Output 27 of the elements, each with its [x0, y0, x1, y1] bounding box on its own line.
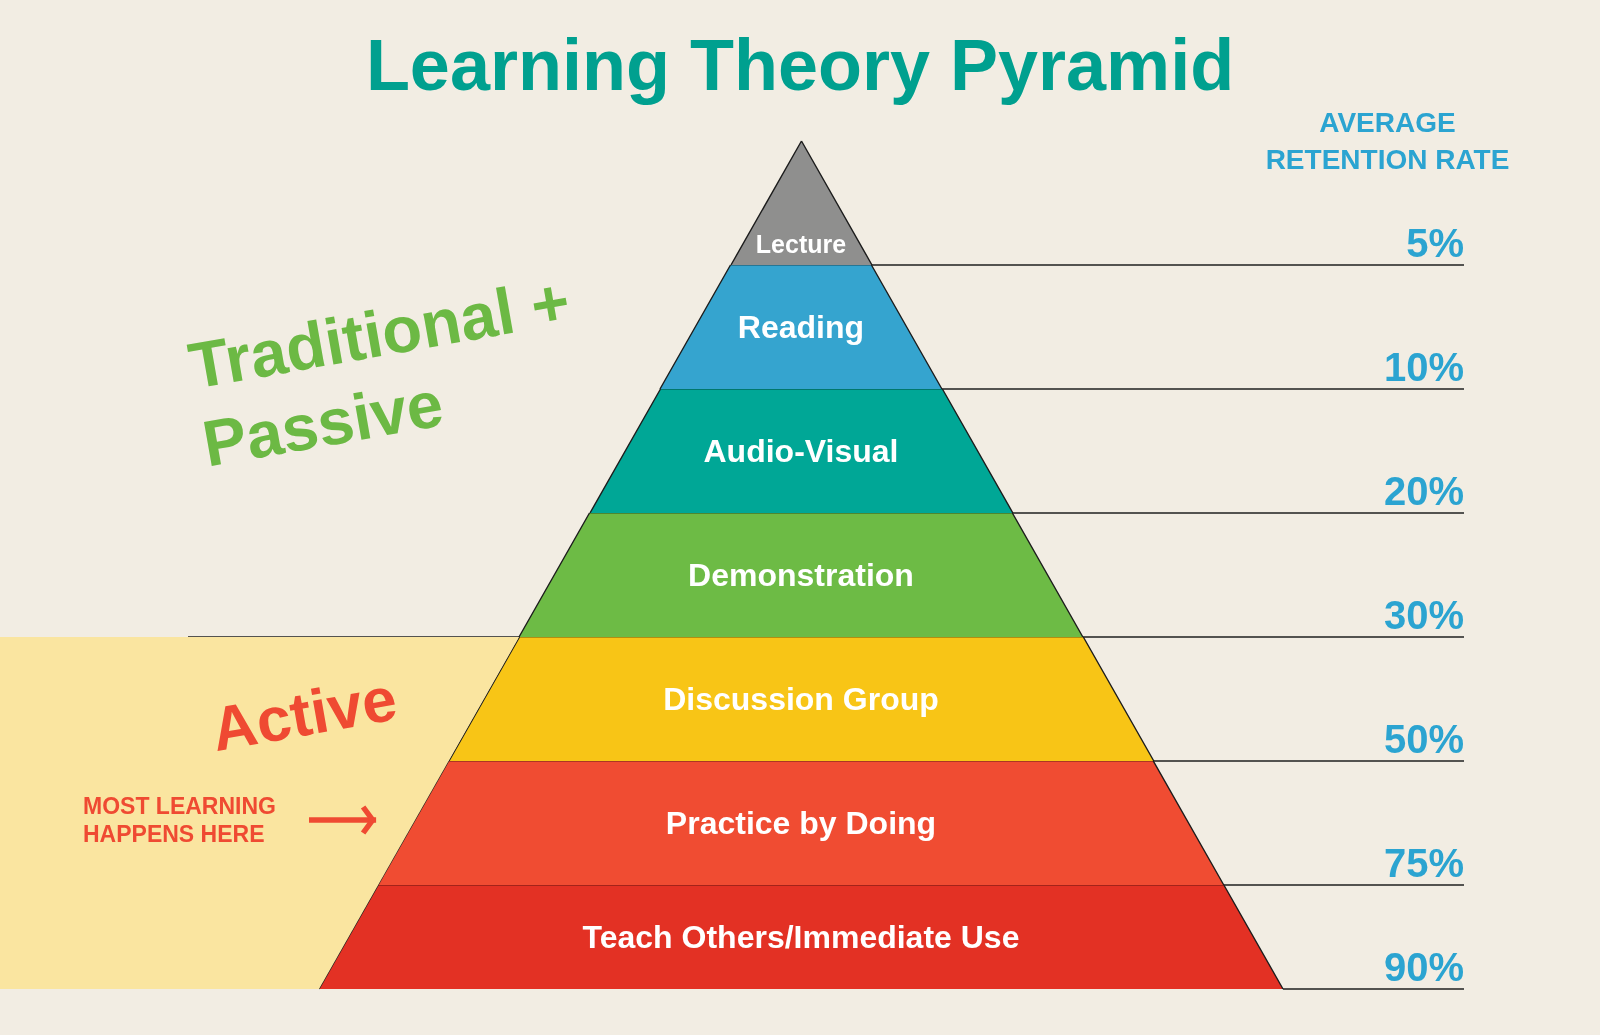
callout-text: MOST LEARNING HAPPENS HERE [83, 792, 308, 848]
category-label: Active [206, 662, 402, 766]
tier-label: Audio-Visual [703, 431, 899, 471]
pyramid-tier [729, 141, 873, 265]
percentage-label: 20% [1383, 471, 1464, 511]
pyramid-tier [659, 265, 943, 389]
pyramid-tier [447, 637, 1155, 761]
pyramid-tier [588, 389, 1014, 513]
percentage-label: 30% [1383, 595, 1464, 635]
pyramid-tier [518, 513, 1084, 637]
pyramid-tier [377, 761, 1225, 885]
percentage-label: 10% [1383, 347, 1464, 387]
highlight-region [0, 637, 520, 989]
percentage-label: 5% [1406, 223, 1464, 263]
arrow [309, 804, 377, 836]
tier-label: Reading [737, 307, 865, 347]
percentage-label: 75% [1383, 843, 1464, 883]
tier-label: Practice by Doing [665, 803, 937, 843]
tier-label: Lecture [755, 229, 847, 259]
pyramid-tier [318, 885, 1284, 989]
tier-label: Teach Others/Immediate Use [582, 917, 1020, 957]
category-label: Traditional + Passive [183, 263, 577, 483]
tier-label: Demonstration [688, 555, 914, 595]
percentage-label: 50% [1383, 719, 1464, 759]
tier-label: Discussion Group [663, 679, 939, 719]
percentage-label: 90% [1383, 947, 1464, 987]
column-heading: AVERAGE RETENTION RATE [1264, 106, 1511, 177]
